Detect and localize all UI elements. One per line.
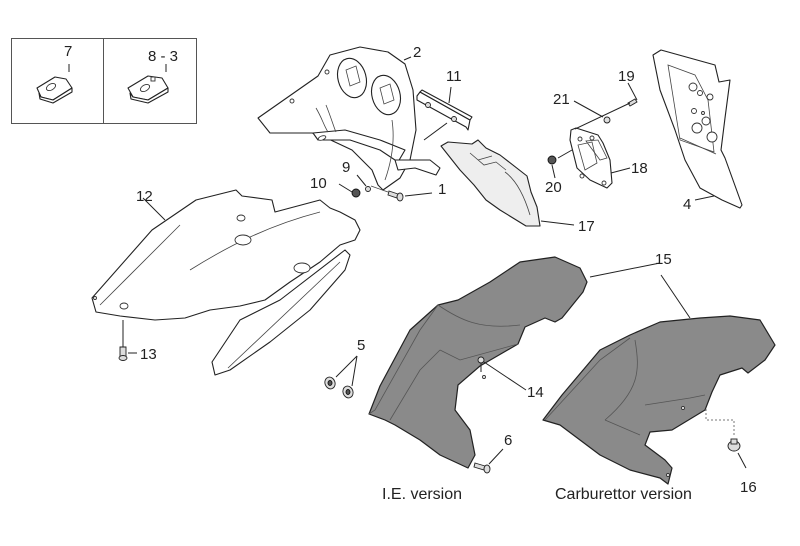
part-13-screw: [118, 320, 137, 361]
part-4-panel: [652, 49, 743, 209]
part-15-carburettor-cover: [542, 274, 776, 485]
part-11-reflector: [416, 86, 473, 141]
callout-13: 13: [140, 346, 157, 363]
part-5-washers: [324, 355, 358, 399]
callout-11: 11: [446, 68, 462, 85]
part-7-clip: [36, 64, 73, 104]
part-2-cover: [257, 46, 441, 191]
caption-carburettor-version: Carburettor version: [555, 486, 692, 503]
caption-ie-version: I.E. version: [382, 486, 463, 503]
callout-19: 19: [618, 68, 635, 85]
callout-4: 4: [683, 196, 692, 213]
callout-9: 9: [342, 159, 351, 176]
inset-divider: [103, 38, 104, 124]
part-18-plate: [569, 127, 631, 189]
part-6-screw: [473, 448, 504, 474]
hardware-1-9-10: [338, 174, 433, 202]
part-16-grommet: [705, 409, 747, 469]
callout-12: 12: [136, 188, 153, 205]
callout-1: 1: [438, 181, 447, 198]
callout-14: 14: [527, 384, 544, 401]
part-15-ie-cover: [368, 256, 661, 469]
callout-7: 7: [64, 43, 73, 60]
callout-6: 6: [504, 432, 513, 449]
part-12-underbody: [91, 189, 361, 321]
part-8-3-clip: [127, 64, 169, 104]
inset-box: [11, 38, 197, 124]
callout-17: 17: [578, 218, 595, 235]
callout-10: 10: [310, 175, 327, 192]
callout-8-3: 8 - 3: [148, 48, 179, 65]
hardware-19-21-20: [547, 82, 638, 179]
callout-16: 16: [740, 479, 757, 496]
part-17-flap: [440, 139, 575, 227]
part-12-side-rail: [211, 249, 351, 376]
callout-2: 2: [413, 44, 422, 61]
callout-5: 5: [357, 337, 366, 354]
callout-18: 18: [631, 160, 648, 177]
callout-21: 21: [553, 91, 570, 108]
callout-20: 20: [545, 179, 562, 196]
callout-15: 15: [655, 251, 672, 268]
